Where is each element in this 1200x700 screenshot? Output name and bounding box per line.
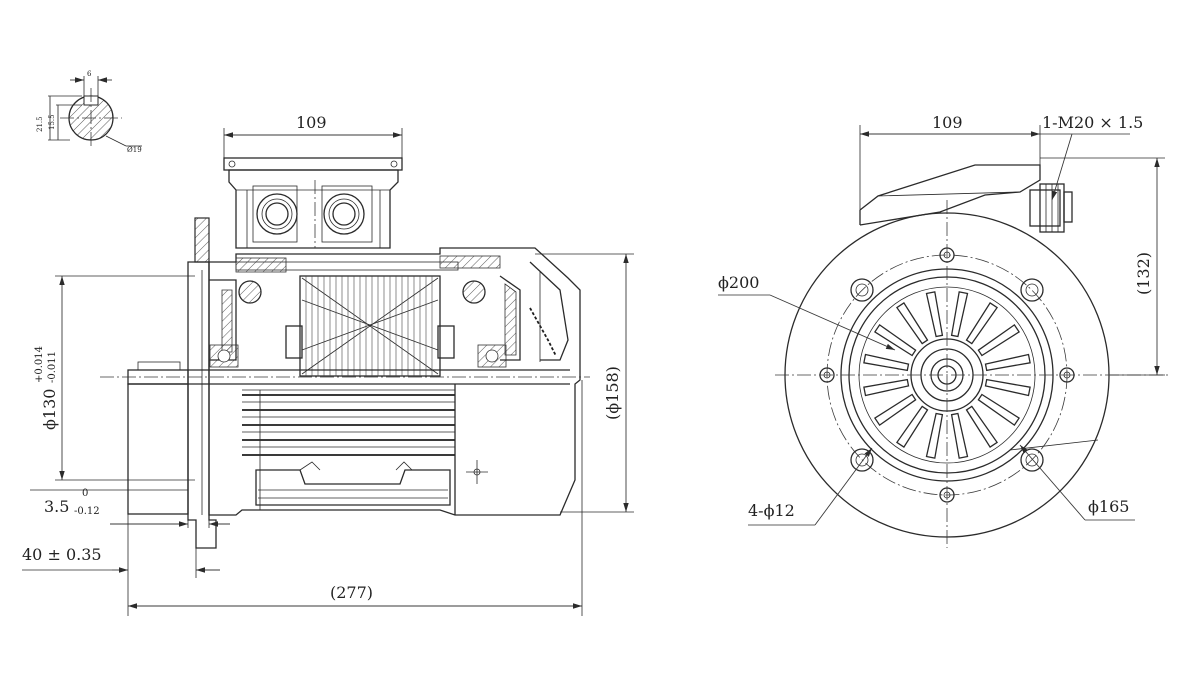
shaft-diameter-label: Ø19: [127, 146, 142, 154]
end-view: 109 1-M20 × 1.5 ϕ200 (132) 4-ϕ12 ϕ165: [718, 113, 1170, 548]
stator-windings: [285, 275, 455, 377]
bearing-rear-icon: [462, 280, 507, 368]
fan-rib: [863, 378, 910, 397]
fan-rib: [965, 301, 999, 345]
spigot-tol-upper-label: 0: [82, 488, 88, 499]
end-height-label: (132): [1134, 252, 1153, 295]
side-view: 109 ϕ130 +0.014 -0.011 3.5 0 -0.12 40 ± …: [22, 113, 634, 616]
pcd-outer-label: ϕ200: [718, 273, 759, 292]
side-height-label: (ϕ158): [603, 366, 622, 420]
fan-ribs: [863, 291, 1031, 459]
fan-rib: [873, 323, 917, 357]
bolt-holes: [850, 278, 1044, 472]
spigot-tol-lower-label: -0.12: [74, 506, 100, 517]
spigot-label: 3.5: [44, 497, 69, 516]
cable-gland-right-icon: [323, 193, 365, 235]
motor-housing: [208, 247, 581, 516]
shaft-section: 6 21.5 15.5 Ø19: [36, 70, 142, 154]
key-height-inner-label: 15.5: [48, 114, 56, 130]
fan-rib: [984, 378, 1031, 397]
pcd-inner-label: ϕ165: [1088, 497, 1129, 516]
fan-rib: [863, 353, 910, 372]
flange-tol-upper-label: +0.014: [34, 346, 45, 383]
terminal-box-lid: [223, 157, 403, 171]
end-box-width-label: 109: [932, 113, 963, 132]
fan-rib: [925, 291, 944, 338]
fan-rib: [950, 291, 969, 338]
fan-rib: [873, 393, 917, 427]
key-height-outer-label: 21.5: [36, 116, 44, 132]
cable-gland-left-icon: [256, 193, 298, 235]
fan-rib: [965, 405, 999, 449]
end-cable-gland-icon: [1029, 183, 1073, 233]
side-box-width-label: 109: [296, 113, 327, 132]
shaft-length-label: 40 ± 0.35: [22, 545, 102, 564]
fan-rib: [895, 405, 929, 449]
thread-label: 1-M20 × 1.5: [1042, 113, 1143, 132]
cooling-fins: [242, 384, 456, 515]
fan-rib: [977, 323, 1021, 357]
bearing-front-icon: [209, 280, 262, 368]
flange-tol-lower-label: -0.011: [47, 351, 58, 383]
fan-rib: [925, 412, 944, 459]
flange-diameter-label: ϕ130: [40, 389, 59, 430]
fan-rib: [950, 412, 969, 459]
total-length-label: (277): [330, 583, 373, 602]
fan-rib: [984, 353, 1031, 372]
end-terminal-box: [859, 164, 1041, 226]
terminal-box: [228, 169, 399, 249]
fan-rib: [895, 301, 929, 345]
key-width-label: 6: [87, 70, 92, 78]
bolt-holes-label: 4-ϕ12: [748, 501, 795, 520]
fan-rib: [977, 393, 1021, 427]
